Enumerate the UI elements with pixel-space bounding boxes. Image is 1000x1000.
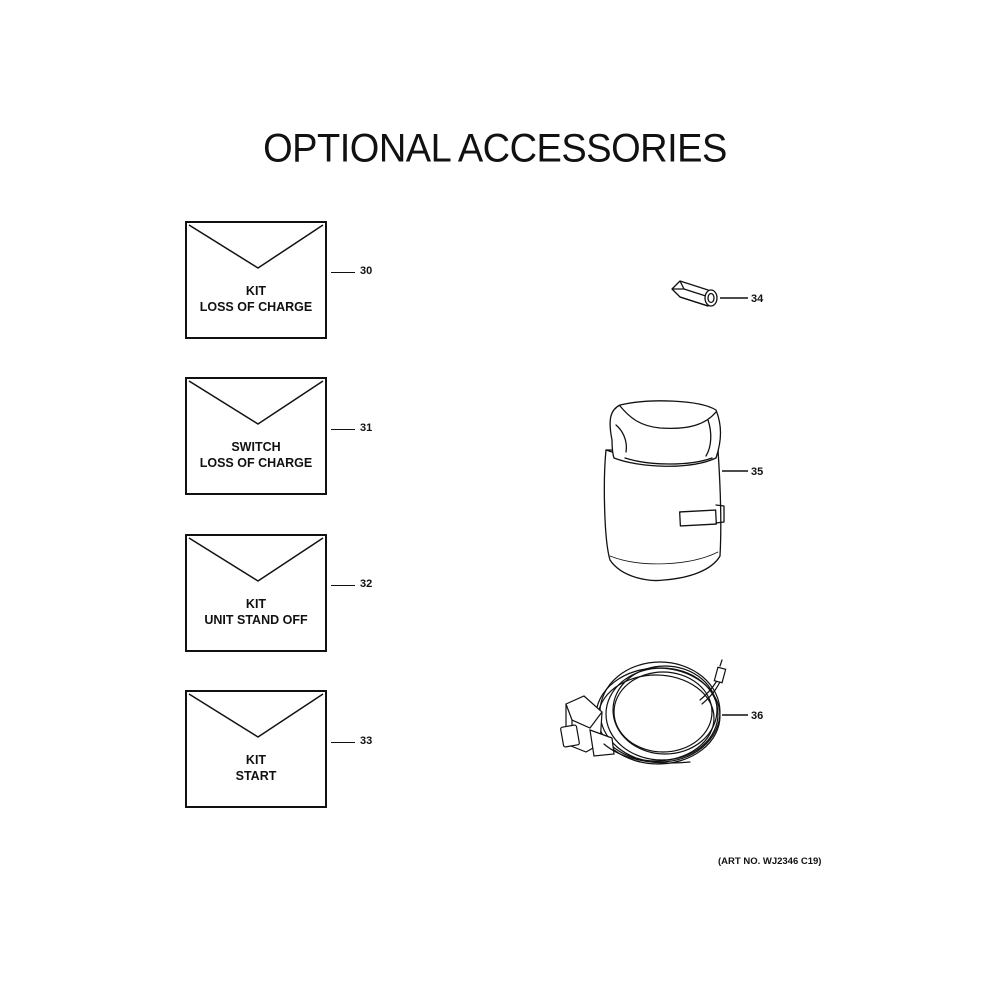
part-number-31: 31 [360,422,373,434]
kit-label-line1: KIT [245,284,267,298]
kit-label-line2: LOSS OF CHARGE [199,300,313,314]
insulation-jacket-icon [603,400,725,582]
kit-label-line1: SWITCH [231,440,281,454]
part-number-34: 34 [751,293,764,305]
part-number-32: 32 [360,578,373,590]
kit-label: SWITCH LOSS OF CHARGE [187,439,325,471]
leader-line-33 [331,742,355,743]
kit-label-line1: KIT [245,597,267,611]
kit-label-line1: KIT [245,753,267,767]
kit-envelope-33: KIT START [185,690,327,808]
part-number-36: 36 [751,710,763,722]
leader-line-31 [331,429,355,430]
art-number: (ART NO. WJ2346 C19) [718,856,822,867]
kit-envelope-32: KIT UNIT STAND OFF [185,534,327,652]
page-title: OPTIONAL ACCESSORIES [263,126,727,172]
kit-envelope-31: SWITCH LOSS OF CHARGE [185,377,327,495]
leader-line-30 [331,272,355,273]
kit-label: KIT START [187,752,325,784]
kit-label-line2: LOSS OF CHARGE [199,456,313,470]
kit-label: KIT UNIT STAND OFF [187,596,325,628]
kit-label: KIT LOSS OF CHARGE [187,283,325,315]
envelope-flap-icon [188,537,324,582]
part-number-33: 33 [360,735,373,747]
part-number-30: 30 [360,265,373,277]
part-number-35: 35 [751,466,763,478]
envelope-flap-icon [188,224,324,269]
kit-envelope-30: KIT LOSS OF CHARGE [185,221,327,339]
envelope-flap-icon [188,693,324,738]
coiled-cable-icon [560,659,727,765]
leader-line-32 [331,585,355,586]
kit-label-line2: UNIT STAND OFF [204,613,308,627]
hex-nut-icon [671,280,718,307]
kit-label-line2: START [235,769,277,783]
envelope-flap-icon [188,380,324,425]
